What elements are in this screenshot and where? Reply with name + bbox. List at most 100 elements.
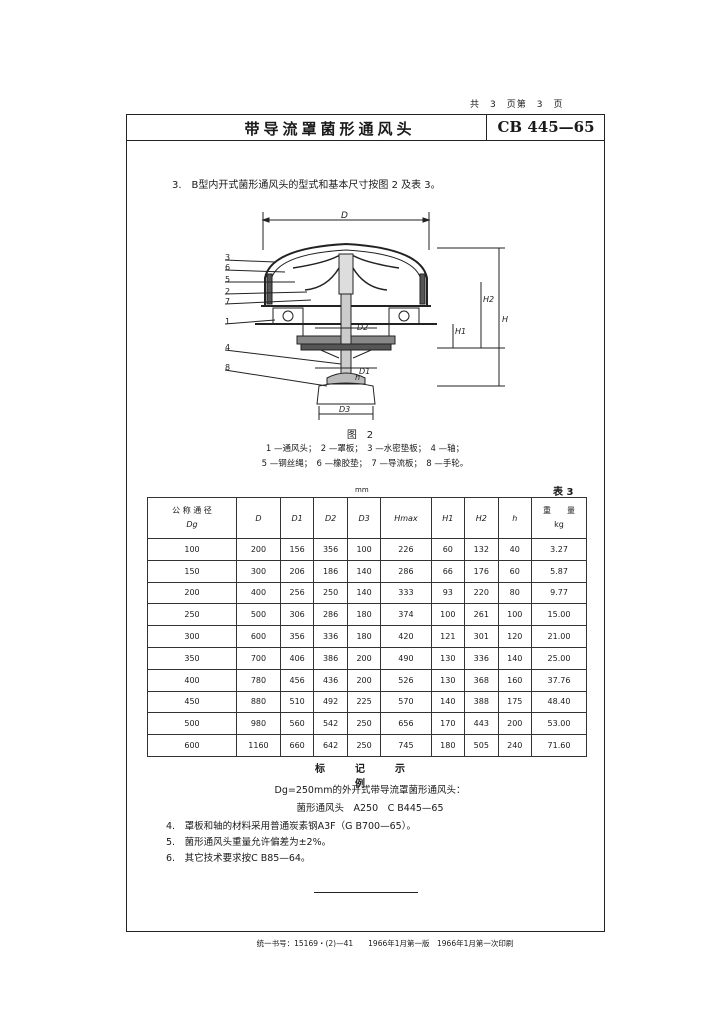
table-cell: 301 xyxy=(464,625,499,648)
table-cell: 120 xyxy=(497,625,533,648)
table-cell: 206 xyxy=(279,559,315,583)
part-number-4: 4 xyxy=(225,343,230,352)
table-cell: 450 xyxy=(147,690,237,714)
part-number-3: 3 xyxy=(225,253,230,262)
table-cell: 510 xyxy=(279,690,315,714)
dim-label-h-total: H xyxy=(502,315,508,324)
table-label: 表 3 xyxy=(553,487,574,498)
header-d: D xyxy=(236,497,281,539)
table-cell: 542 xyxy=(313,712,348,736)
dim-label-d1: D1 xyxy=(359,367,370,376)
table-cell: 660 xyxy=(279,734,315,757)
table-cell: 140 xyxy=(497,646,533,670)
note-4: 4. 罩板和轴的材料采用普通炭素钢A3F（G B700—65）。 xyxy=(166,821,416,832)
figure-legend: 1 —通风头； 2 —罩板； 3 —水密垫板； 4 —轴； 5 —钢丝绳； 6 … xyxy=(200,442,530,472)
table-cell: 60 xyxy=(497,559,533,583)
table-cell: 180 xyxy=(430,734,466,757)
table-cell: 160 xyxy=(497,668,533,692)
table-cell: 40 xyxy=(497,538,533,561)
table-cell: 256 xyxy=(279,581,315,605)
table-cell: 492 xyxy=(313,690,348,714)
table-cell: 156 xyxy=(279,538,315,561)
table-cell: 220 xyxy=(464,581,499,605)
table-cell: 250 xyxy=(313,581,348,605)
table-unit: mm xyxy=(355,486,369,494)
table-cell: 240 xyxy=(497,734,533,757)
table-cell: 745 xyxy=(380,734,432,757)
table-cell: 186 xyxy=(313,559,348,583)
dim-label-h: h xyxy=(355,373,360,382)
table-cell: 180 xyxy=(346,603,382,627)
table-cell: 456 xyxy=(279,668,315,692)
table-cell: 350 xyxy=(147,646,237,670)
dim-label-h1: H1 xyxy=(455,327,466,336)
table-cell: 880 xyxy=(236,690,281,714)
table-cell: 500 xyxy=(236,603,281,627)
table-cell: 200 xyxy=(346,646,382,670)
header-h1: H1 xyxy=(430,497,466,539)
table-cell: 570 xyxy=(380,690,432,714)
table-cell: 200 xyxy=(147,581,237,605)
table-cell: 386 xyxy=(313,646,348,670)
table-cell: 66 xyxy=(430,559,466,583)
table-cell: 100 xyxy=(497,603,533,627)
table-cell: 60 xyxy=(430,538,466,561)
table-cell: 48.40 xyxy=(531,690,587,714)
table-cell: 21.00 xyxy=(531,625,587,648)
table-cell: 180 xyxy=(346,625,382,648)
table-cell: 400 xyxy=(236,581,281,605)
table-cell: 170 xyxy=(430,712,466,736)
page-frame xyxy=(126,114,605,932)
table-cell: 226 xyxy=(380,538,432,561)
note-6: 6. 其它技术要求按C B85—64。 xyxy=(166,853,311,864)
table-cell: 176 xyxy=(464,559,499,583)
document-title: 带导流罩菌形通风头 xyxy=(244,120,416,138)
header-d1: D1 xyxy=(279,497,315,539)
header-mass-line1: 重 量 xyxy=(543,506,575,515)
dim-label-d3: D3 xyxy=(339,405,350,414)
table-cell: 980 xyxy=(236,712,281,736)
table-cell: 286 xyxy=(380,559,432,583)
table-cell: 1160 xyxy=(236,734,281,757)
closing-rule xyxy=(314,892,418,893)
dim-label-d: D xyxy=(341,211,348,221)
table-cell: 443 xyxy=(464,712,499,736)
part-number-6: 6 xyxy=(225,263,230,272)
marking-example-title: 标 记 示 例 xyxy=(315,764,435,790)
table-cell: 93 xyxy=(430,581,466,605)
table-cell: 406 xyxy=(279,646,315,670)
header-d2: D2 xyxy=(313,497,348,539)
table-cell: 80 xyxy=(497,581,533,605)
table-cell: 388 xyxy=(464,690,499,714)
legend-line-2: 5 —钢丝绳； 6 —橡胶垫； 7 —导流板； 8 —手轮。 xyxy=(261,459,469,469)
table-cell: 356 xyxy=(279,625,315,648)
table-cell: 560 xyxy=(279,712,315,736)
page-number-info: 共 3 页第 3 页 xyxy=(470,100,564,110)
part-number-8: 8 xyxy=(225,363,230,372)
table-cell: 53.00 xyxy=(531,712,587,736)
table-cell: 600 xyxy=(236,625,281,648)
table-cell: 130 xyxy=(430,646,466,670)
table-cell: 250 xyxy=(346,734,382,757)
table-cell: 100 xyxy=(147,538,237,561)
table-cell: 336 xyxy=(464,646,499,670)
header-d3: D3 xyxy=(346,497,382,539)
table-cell: 3.27 xyxy=(531,538,587,561)
header-h: h xyxy=(497,497,533,539)
table-cell: 250 xyxy=(147,603,237,627)
header-h2: H2 xyxy=(464,497,499,539)
header-dg-line1: 公 称 通 径 xyxy=(172,506,212,515)
table-cell: 600 xyxy=(147,734,237,757)
dim-label-d2: D2 xyxy=(357,323,368,332)
table-cell: 400 xyxy=(147,668,237,692)
standard-code: CB 445—65 xyxy=(497,118,595,136)
part-number-2: 2 xyxy=(225,287,230,296)
